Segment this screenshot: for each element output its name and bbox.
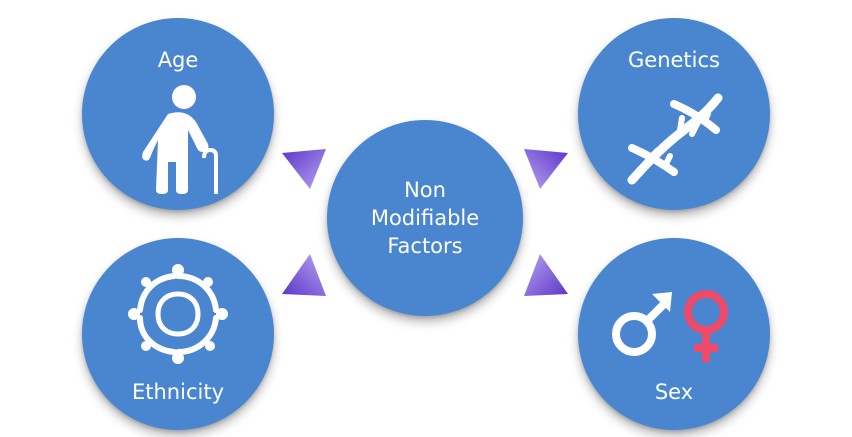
sex-label: Sex xyxy=(654,380,694,404)
arrow-to-genetics xyxy=(524,149,568,189)
male-symbol-icon xyxy=(612,292,672,356)
arrow-to-age xyxy=(282,149,326,189)
female-symbol-icon xyxy=(684,290,728,362)
sex-node: Sex xyxy=(578,238,770,430)
arrow-to-sex xyxy=(524,254,568,296)
ethnicity-node: Ethnicity xyxy=(82,238,274,430)
center-label: Non Modifiable Factors xyxy=(350,176,500,260)
arrow-to-ethnicity xyxy=(282,254,326,296)
people-circle-icon xyxy=(128,264,228,364)
center-label-line-2: Modifiable xyxy=(370,206,480,230)
male-female-symbols-icon xyxy=(612,290,728,362)
center-label-line-3: Factors xyxy=(387,234,463,258)
dna-helix-icon xyxy=(627,93,723,185)
elderly-person-with-cane-icon xyxy=(142,85,218,194)
genetics-label: Genetics xyxy=(628,48,720,72)
age-label: Age xyxy=(157,48,199,72)
genetics-node: Genetics xyxy=(578,18,770,210)
center-node: Non Modifiable Factors xyxy=(327,120,523,316)
age-node: Age xyxy=(82,18,274,210)
ethnicity-label: Ethnicity xyxy=(132,380,224,404)
center-label-line-1: Non xyxy=(404,178,446,202)
